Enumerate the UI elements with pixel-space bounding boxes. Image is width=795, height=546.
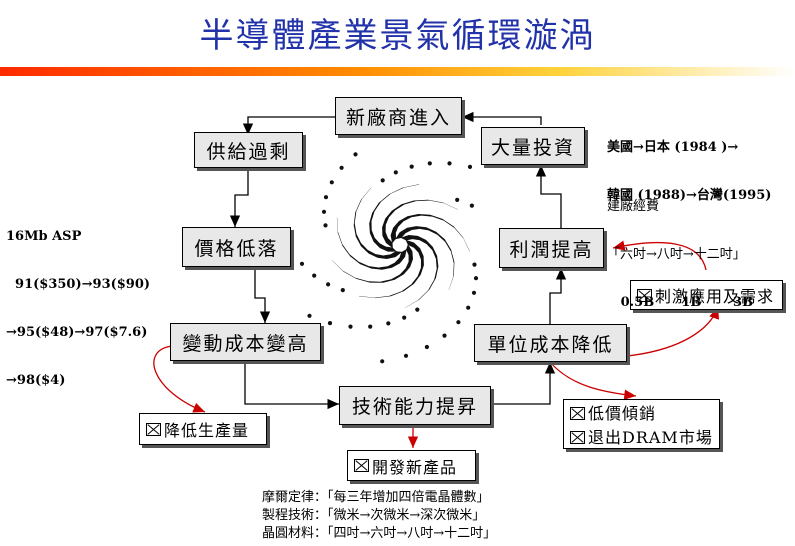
whirlpool-dot [348,324,353,329]
asp-line: →95($48)→97($7.6) [6,325,148,340]
fab-cost-line: 「六吋→八吋→十二吋」 [607,247,746,262]
whirlpool-dot [326,282,331,287]
whirlpool-blade [353,187,403,259]
variable-cost-up-node: 變動成本變高 [170,323,321,361]
arrow-unitcost-to-profit [549,268,567,326]
profit-up-node: 利潤提高 [499,228,604,268]
whirlpool-dot [329,180,334,185]
arrow-varcost-to-tech [244,360,339,410]
exit-dram-label: 退出DRAM市場 [588,428,713,447]
countries-note: 美國→日本 (1984 )→ 韓國 (1988)→台灣(1995) [607,108,771,220]
whirlpool-dot [323,223,328,228]
stimulate-demand-label: 刺激應用及需求 [655,287,775,306]
whirlpool-blade [332,244,413,283]
whirlpool-dot [402,315,407,320]
whirlpool-dot [386,321,391,326]
whirlpool-dot [467,164,473,169]
tech-upgrade-node: 技術能力提昇 [339,386,491,425]
page-title: 半導體產業景氣循環漩渦 [199,16,596,56]
red-arrow-reduce-output [153,345,206,413]
whirlpool-dot [424,344,429,350]
whirlpool-blade [395,226,455,291]
whirlpool-blade [369,184,420,252]
whirlpool-dot [380,178,385,183]
whirlpool-dot [466,305,471,310]
whirlpool-dot [409,164,414,169]
check-box-icon [570,431,585,444]
stimulate-demand-box: 刺激應用及需求 [630,280,783,310]
low-price-dumping-label: 低價傾銷 [588,404,657,423]
oversupply-node: 供給過剩 [194,132,303,168]
asp-note: 16Mb ASP 91($350)→93($90) →95($48)→97($7… [6,197,150,405]
whirlpool-dot [456,320,461,325]
whirlpool-dot [323,195,329,200]
whirlpool-dot [455,197,460,202]
price-drop-node: 價格低落 [182,227,291,267]
mass-investment-node: 大量投資 [481,127,585,165]
whirlpool-dot [471,290,477,295]
whirlpool-dot [353,152,358,157]
low-price-dumping-item: 低價傾銷 [570,400,656,424]
asp-line: 16Mb ASP [6,229,82,244]
whirlpool-dot [447,161,452,166]
arrow-price-to-varcost [254,265,271,323]
red-arrow-demand-unitcost [626,306,720,357]
new-entrants-node: 新廠商進入 [335,97,462,135]
countries-line: 美國→日本 (1984 )→ [607,140,739,155]
check-box-icon [146,422,161,436]
whirlpool-dot [339,165,344,170]
whirlpool-dot [321,209,327,214]
footer-line: 製程技術：「微米→次微米→深次微米」 [262,508,486,523]
footer-line: 摩爾定律：「每三年增加四倍電晶體數」 [262,490,490,505]
whirlpool-blade [382,199,459,249]
whirlpool-dot [312,273,317,278]
check-box-icon [637,288,652,302]
whirlpool-dot [415,307,420,312]
arrow-entrants-to-oversupply [242,116,335,135]
whirlpool-dot [427,161,432,166]
whirlpool-dot [299,261,305,266]
fab-cost-line: 0.5B 1B 3B [607,295,754,310]
title-divider [0,67,795,76]
exit-dram-item: 退出DRAM市場 [570,424,713,448]
unit-cost-down-node: 單位成本降低 [474,324,627,362]
footer-line: 晶圓材料：「四吋→六吋→八吋→十二吋」 [262,526,497,541]
fab-cost-note: 建廠經費 「六吋→八吋→十二吋」 0.5B 1B 3B [607,167,753,327]
asp-line: →98($4) [6,373,66,388]
whirlpool-dot [473,276,479,281]
check-box-icon [354,459,369,472]
whirlpool-dot [327,321,333,326]
whirlpool-blade [400,235,439,308]
arrow-profit-to-investment [535,165,562,228]
asp-line: 91($350)→93($90) [6,277,151,292]
whirlpool-dot [403,353,409,358]
arrow-tech-to-unitcost [491,362,556,405]
footer-notes: 摩爾定律：「每三年增加四倍電晶體數」 製程技術：「微米→次微米→深次微米」 晶圓… [262,489,496,543]
arrow-oversupply-to-price [229,168,249,227]
reduce-output-label: 降低生產量 [164,421,250,440]
whirlpool-dot [368,324,373,329]
whirlpool-dot [393,170,398,175]
new-products-box: 開發新產品 [347,450,476,481]
new-products-label: 開發新產品 [372,457,458,477]
reduce-output-box: 降低生產量 [139,413,267,445]
fab-cost-line: 建廠經費 [607,199,660,214]
whirlpool-dot [307,313,312,318]
check-box-icon [570,407,585,420]
countries-line: 韓國 (1988)→台灣(1995) [607,188,772,203]
whirlpool-dot [340,288,345,293]
red-arrow-profit-demand [612,240,707,271]
whirlpool-dot [442,333,447,338]
whirlpool-graphic [299,152,479,364]
whirlpool-dot [469,203,474,208]
dumping-exit-box: 低價傾銷 退出DRAM市場 [563,399,720,449]
arrow-investment-to-entrants [462,111,542,125]
whirlpool-dot [472,262,477,267]
whirlpool-dot [380,359,385,364]
red-arrow-dumping [549,361,637,400]
